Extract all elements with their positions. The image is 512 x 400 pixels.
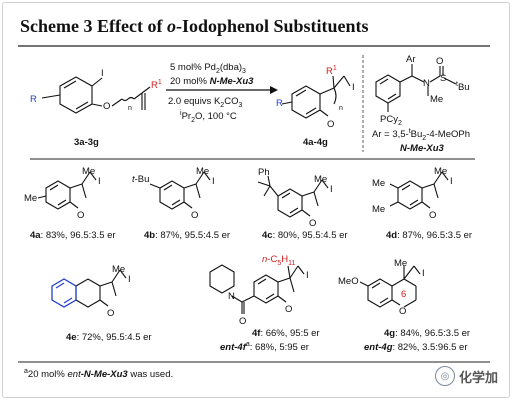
ligand-p-label: PCy2 bbox=[380, 114, 402, 127]
ligand-ar-definition: Ar = 3,5-tBu2-4-MeOPh bbox=[372, 128, 470, 142]
product-4e-me: Me bbox=[112, 264, 125, 275]
product-4g-ent-result: ent-4g: 82%, 3.5:96.5 er bbox=[364, 342, 468, 353]
ligand-tbu-label: tBu bbox=[456, 81, 470, 93]
product-4c-substituent: Ph bbox=[258, 167, 270, 178]
substrate-r1-label: R1 bbox=[151, 79, 162, 91]
product-4e-result: 4e: 72%, 95.5:4.5 er bbox=[66, 332, 152, 343]
product-4d-me: Me bbox=[434, 166, 447, 177]
product-4f-chain: n-C5H11 bbox=[262, 254, 295, 267]
condition-line-2: 20 mol% N-Me-Xu3 bbox=[170, 76, 254, 87]
ligand-name: N-Me-Xu3 bbox=[400, 143, 445, 154]
product-4d-result: 4d: 87%, 96.5:3.5 er bbox=[386, 230, 472, 241]
product-4b-substituent: t-Bu bbox=[132, 174, 149, 185]
product-4e-o: O bbox=[107, 308, 114, 319]
ligand-o-label: O bbox=[436, 56, 443, 67]
substrate-o-label: O bbox=[103, 101, 110, 112]
substrate-n-label: n bbox=[128, 105, 132, 112]
product-r-label: R bbox=[276, 98, 283, 109]
product-4c-o: O bbox=[309, 218, 316, 229]
footnote: a20 mol% ent-N-Me-Xu3 was used. bbox=[24, 368, 173, 380]
watermark-text: 化学加 bbox=[458, 370, 498, 386]
product-4b-result: 4b: 87%, 95.5:4.5 er bbox=[144, 230, 230, 241]
ligand-me-label: Me bbox=[430, 94, 443, 105]
product-4e-structure bbox=[75, 269, 127, 308]
product-4g-result: 4g: 84%, 96.5:3.5 er bbox=[384, 328, 470, 339]
product-4f-n: N bbox=[228, 291, 235, 302]
product-4c-i: I bbox=[330, 184, 333, 195]
product-4a-substituent: Me bbox=[24, 193, 37, 204]
product-n-label: n bbox=[339, 105, 343, 112]
product-4b-i: I bbox=[212, 176, 215, 187]
product-4e-blue-ring bbox=[51, 278, 77, 308]
product-4f-structure bbox=[209, 264, 305, 314]
watermark: ◎ 化学加 bbox=[434, 366, 498, 386]
product-4g-ring-size: 6 bbox=[401, 289, 406, 300]
product-structure bbox=[281, 75, 351, 119]
ligand-s-label: S bbox=[440, 73, 446, 84]
product-4a-o: O bbox=[77, 210, 84, 221]
product-4c-me: Me bbox=[314, 174, 327, 185]
condition-line-1: 5 mol% Pd2(dba)3 bbox=[170, 62, 246, 75]
scheme-title: Scheme 3 Effect of o-Iodophenol Substitu… bbox=[20, 16, 369, 36]
product-4a-me: Me bbox=[82, 166, 95, 177]
product-i-label: I bbox=[352, 82, 355, 93]
product-4a-result: 4a: 83%, 96.5:3.5 er bbox=[30, 230, 116, 241]
product-4f-result: 4f: 66%, 95:5 er bbox=[252, 328, 320, 339]
product-4d-i: I bbox=[450, 176, 453, 187]
product-4c-result: 4c: 80%, 95.5:4.5 er bbox=[262, 230, 348, 241]
product-r1-label: R1 bbox=[326, 65, 337, 77]
product-4f-ent-result: ent-4fa: 68%, 5:95 er bbox=[220, 341, 309, 353]
substrate-structure bbox=[41, 76, 151, 114]
watermark-logo-icon: ◎ bbox=[434, 366, 455, 386]
product-4b-me: Me bbox=[196, 166, 209, 177]
product-4d-substituent-1: Me bbox=[372, 178, 385, 189]
product-4g-me: Me bbox=[394, 258, 407, 269]
ligand-ar-label: Ar bbox=[406, 54, 416, 65]
product-4g-substituent: MeO bbox=[338, 276, 359, 287]
product-4a-structure bbox=[37, 171, 97, 210]
substrate-r-label: R bbox=[30, 94, 37, 105]
product-label: 4a-4g bbox=[303, 137, 328, 148]
product-4g-structure bbox=[359, 265, 421, 308]
product-4d-o: O bbox=[429, 210, 436, 221]
substrate-label: 3a-3g bbox=[74, 137, 99, 148]
product-4d-substituent-2: Me bbox=[372, 204, 385, 215]
product-4b-o: O bbox=[191, 210, 198, 221]
condition-line-3: 2.0 equivs K2CO3 bbox=[168, 96, 242, 109]
product-o-label: O bbox=[327, 119, 334, 130]
product-4f-i: I bbox=[306, 270, 309, 281]
product-4d-structure bbox=[389, 171, 449, 210]
ligand-n-label: N bbox=[423, 78, 430, 89]
product-4e-i: I bbox=[128, 274, 131, 285]
condition-line-4: iPr2O, 100 °C bbox=[180, 110, 237, 124]
product-4g-i: I bbox=[422, 268, 425, 279]
product-4f-o: O bbox=[285, 304, 292, 315]
product-4f-carbonyl-o: O bbox=[239, 316, 246, 327]
product-4a-i: I bbox=[98, 176, 101, 187]
ligand-structure bbox=[375, 64, 457, 112]
product-4g-o: O bbox=[399, 306, 406, 317]
substrate-i-label: I bbox=[101, 68, 104, 79]
product-4c-structure bbox=[257, 175, 329, 218]
product-4b-structure bbox=[149, 171, 211, 210]
